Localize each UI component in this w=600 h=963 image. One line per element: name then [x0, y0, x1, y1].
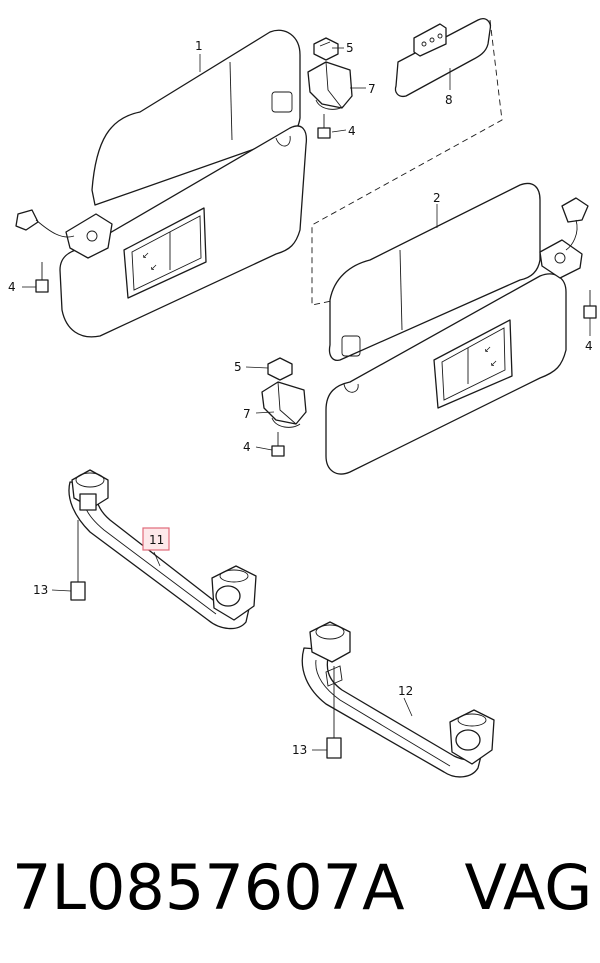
- mirror: [394, 18, 492, 98]
- label-holder-top: 7: [368, 82, 376, 96]
- label-clip-top: 5: [346, 41, 354, 55]
- screw-handle-rear: [326, 666, 342, 759]
- label-grab-handle-front: 11: [149, 533, 164, 547]
- svg-text:↙: ↙: [490, 359, 498, 369]
- screw-right: [583, 290, 597, 319]
- grab-handle-rear: [301, 621, 495, 778]
- label-holder-middle: 7: [243, 407, 251, 421]
- label-screw-middle: 4: [243, 440, 251, 454]
- label-grab-handle-rear: 12: [398, 684, 413, 698]
- label-clip-middle: 5: [234, 360, 242, 374]
- highlight-box-grab-handle-front: [142, 527, 170, 551]
- label-sun-visor-right: 2: [433, 191, 441, 205]
- sun-visor-left: ↙ ↙: [15, 29, 308, 338]
- label-screw-bracket-top: 4: [348, 124, 356, 138]
- label-screw-right: 4: [585, 339, 593, 353]
- label-screw-handle-rear: 13: [292, 743, 307, 757]
- screw-handle-front: [70, 520, 86, 601]
- holder-middle: [261, 381, 307, 428]
- label-screw-handle-front: 13: [33, 583, 48, 597]
- label-mirror: 8: [445, 93, 453, 107]
- clip-top: [313, 37, 339, 61]
- svg-text:↙: ↙: [142, 251, 150, 261]
- screw-left: [35, 262, 49, 293]
- brand-name: VAG: [464, 850, 593, 924]
- svg-text:↙: ↙: [484, 345, 492, 355]
- part-number: 7L0857607A: [12, 850, 405, 924]
- screw-middle: [271, 432, 285, 457]
- screw-top: [317, 114, 331, 139]
- svg-text:↙: ↙: [150, 263, 158, 273]
- label-sun-visor-left: 1: [195, 39, 203, 53]
- grab-handle-front: [68, 469, 257, 630]
- label-screw-left: 4: [8, 280, 16, 294]
- footer: 7L0857607A VAG: [12, 842, 592, 932]
- sun-visor-right: ↙ ↙: [325, 182, 589, 475]
- clip-middle: [267, 357, 293, 381]
- leader-lines: [22, 47, 591, 751]
- group-divider-line: [311, 19, 503, 306]
- holder-top: [307, 61, 353, 110]
